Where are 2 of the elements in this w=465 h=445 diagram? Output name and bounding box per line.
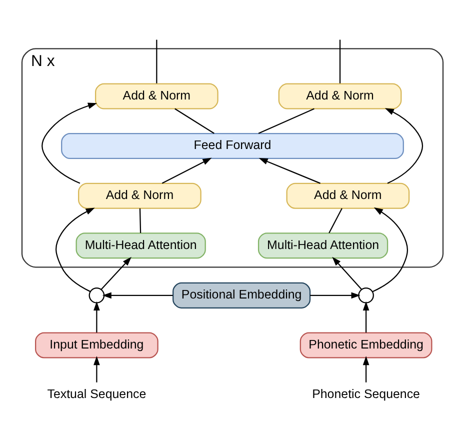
- node-text: Phonetic Sequence: [312, 386, 420, 401]
- node-text: Textual Sequence: [47, 386, 146, 401]
